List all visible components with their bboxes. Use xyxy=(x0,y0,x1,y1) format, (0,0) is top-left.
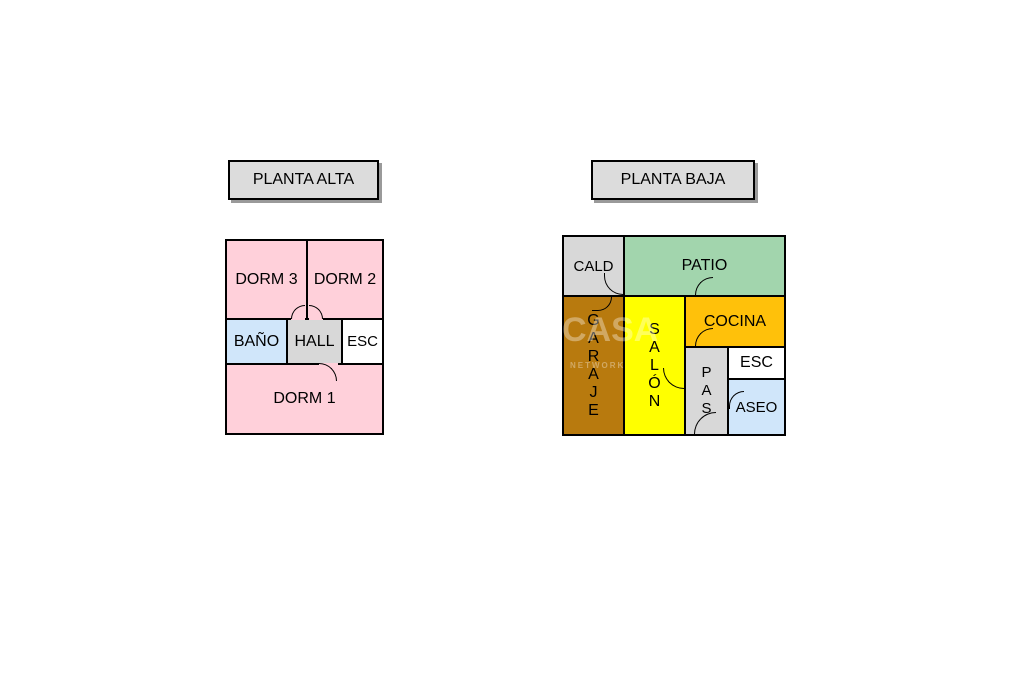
room-patio-label: PATIO xyxy=(681,257,728,274)
room-garaje-letter: G xyxy=(587,311,600,329)
room-esc-ground-label: ESC xyxy=(740,354,773,371)
room-dorm-3: DORM 3 xyxy=(225,239,308,320)
room-cald-label: CALD xyxy=(573,257,614,275)
room-dorm-2-label: DORM 2 xyxy=(313,270,377,288)
ground-floor-plan: CALD PATIO G A R A J E S A L Ó N COCINA … xyxy=(562,235,786,436)
room-salon: S A L Ó N xyxy=(623,295,686,436)
room-pas-letter: A xyxy=(701,382,712,399)
room-bano-label: BAÑO xyxy=(233,332,280,350)
upper-floor-plan: DORM 3 DORM 2 BAÑO HALL ESC DORM 1 xyxy=(225,239,384,435)
room-esc-ground: ESC xyxy=(727,346,786,380)
room-aseo-label: ASEO xyxy=(735,398,778,416)
room-esc-upper: ESC xyxy=(341,318,384,365)
room-garaje-letter: A xyxy=(588,365,599,383)
room-hall: HALL xyxy=(286,318,343,365)
ground-floor-label: PLANTA BAJA xyxy=(591,160,755,200)
door-swing-aseo xyxy=(729,391,744,409)
room-garaje-letter: J xyxy=(589,383,598,401)
room-dorm-3-label: DORM 3 xyxy=(235,270,298,288)
room-pas-letter: S xyxy=(701,400,712,417)
room-dorm-1: DORM 1 xyxy=(225,363,384,435)
room-bano: BAÑO xyxy=(225,318,288,365)
room-cocina-label: COCINA xyxy=(703,312,767,330)
room-garaje-letter: A xyxy=(588,329,599,347)
room-garaje-letter: E xyxy=(588,401,599,419)
room-salon-letter: N xyxy=(648,392,661,410)
room-salon-letter: Ó xyxy=(648,374,661,392)
room-esc-upper-label: ESC xyxy=(347,333,378,350)
room-dorm-1-label: DORM 1 xyxy=(273,390,336,407)
room-salon-letter: A xyxy=(649,338,660,356)
room-pas-letter: P xyxy=(701,364,712,381)
room-garaje-letter: R xyxy=(587,347,600,365)
room-salon-letter: S xyxy=(649,320,660,338)
door-swing-dorm-3 xyxy=(291,305,305,319)
room-garaje: G A R A J E xyxy=(562,295,625,436)
ground-floor-label-text: PLANTA BAJA xyxy=(620,171,726,188)
room-salon-letter: L xyxy=(650,356,659,374)
upper-floor-label-text: PLANTA ALTA xyxy=(252,171,355,188)
upper-floor-label: PLANTA ALTA xyxy=(228,160,379,200)
room-hall-label: HALL xyxy=(294,332,335,350)
